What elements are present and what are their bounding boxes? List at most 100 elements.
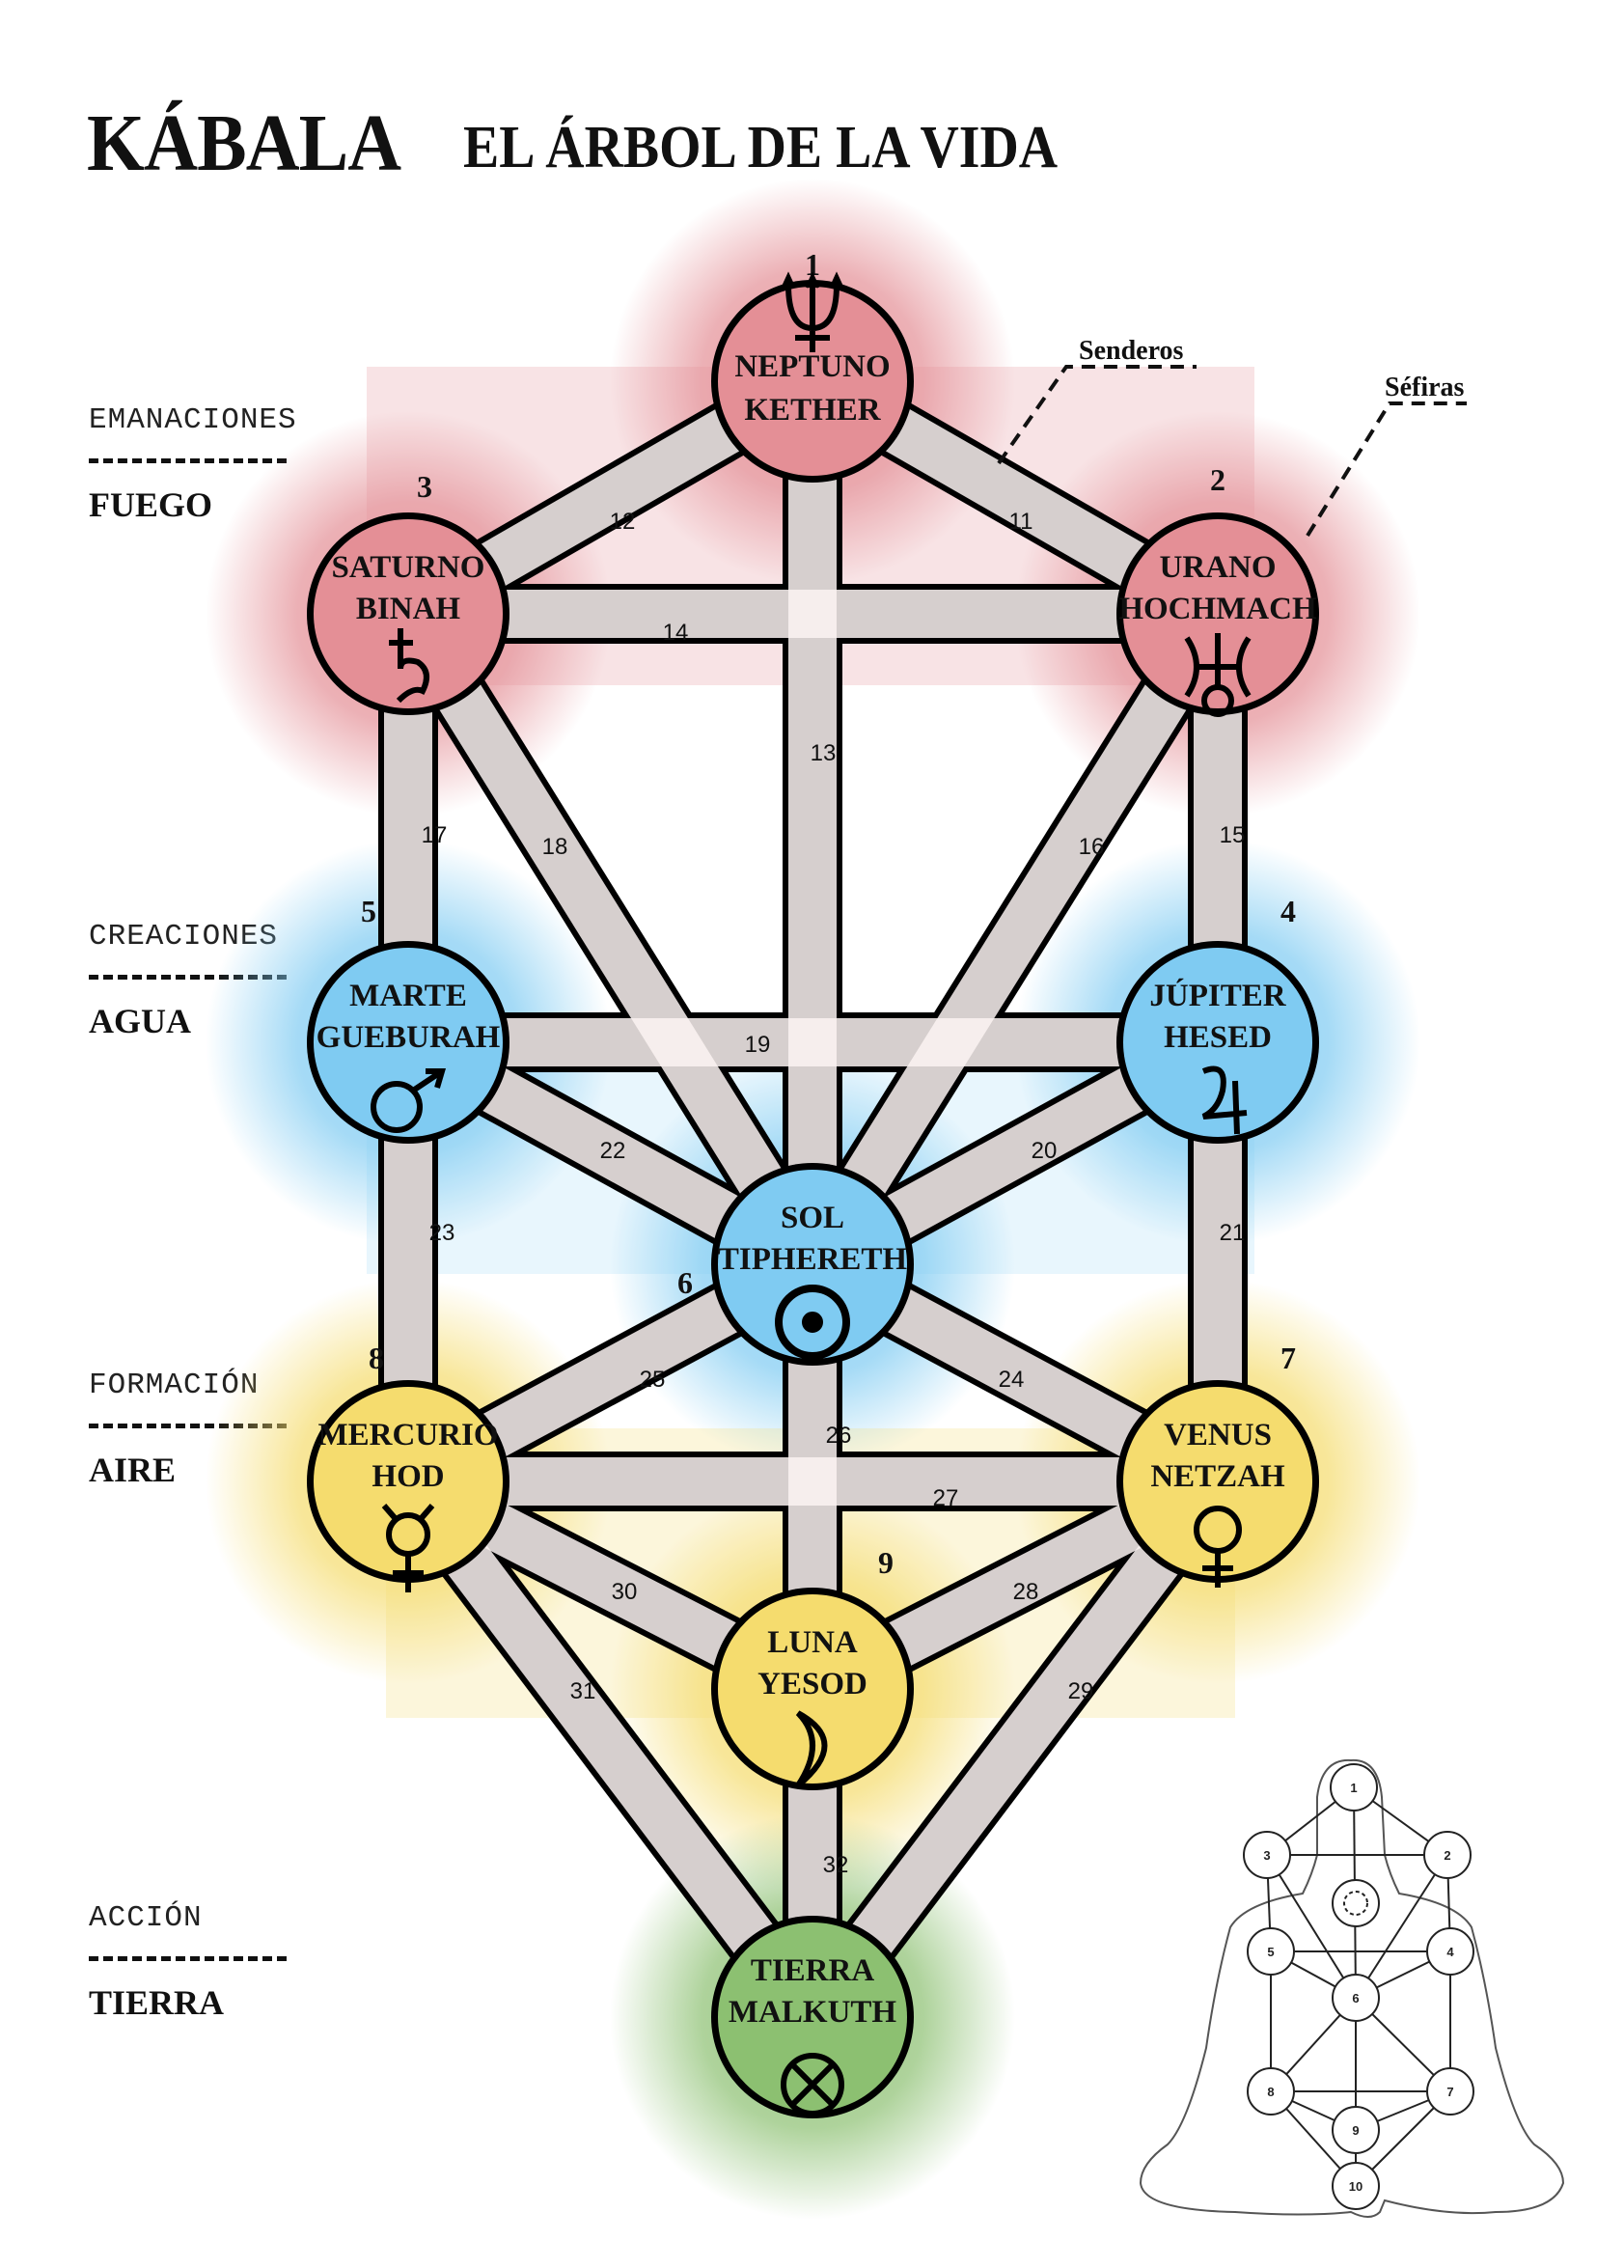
element-label: AGUA	[89, 1002, 191, 1040]
uranus-icon	[1184, 633, 1252, 717]
sephira-number: 5	[361, 894, 376, 928]
sephira-name: HESED	[1164, 1020, 1272, 1055]
sephira-fill	[314, 519, 503, 708]
sephira-fill	[1123, 948, 1312, 1137]
path-number: 20	[1032, 1138, 1058, 1164]
mars-icon	[371, 1068, 447, 1133]
callout-leader-line	[997, 365, 1197, 465]
path-number: 23	[429, 1220, 455, 1246]
svg-text:9: 9	[1352, 2123, 1359, 2138]
level-divider	[89, 1424, 287, 1428]
path-31	[389, 1466, 832, 2033]
svg-text:1: 1	[1350, 1781, 1357, 1795]
inset-node-6: 6	[1332, 1974, 1380, 2022]
path-16	[791, 600, 1239, 1278]
sephira-10: TIERRA MALKUTH	[711, 1916, 914, 2118]
sephira-fill	[718, 1170, 907, 1359]
inset-node-3: 3	[1243, 1831, 1291, 1879]
path-number: 19	[745, 1032, 771, 1058]
level-accion: ACCIÓN TIERRA	[89, 1901, 287, 2023]
svg-text:4: 4	[1446, 1945, 1454, 1959]
inset-node-9: 9	[1332, 2106, 1380, 2154]
sephira-fill	[314, 1387, 503, 1576]
sun-icon	[775, 1285, 850, 1360]
svg-text:7: 7	[1446, 2085, 1453, 2099]
sephira-number: 3	[417, 469, 432, 504]
level-emanaciones: EMANACIONES FUEGO	[89, 403, 297, 525]
sephira-fill	[718, 1594, 907, 1784]
callout-leader-line	[1306, 401, 1467, 538]
sephira-planet: TIERRA	[751, 1953, 875, 1988]
inset-node-2: 2	[1423, 1831, 1472, 1879]
sephira-name: YESOD	[757, 1667, 867, 1701]
inset-node-7: 7	[1426, 2067, 1474, 2116]
sephira-fill	[1123, 1387, 1312, 1576]
svg-text:10: 10	[1349, 2179, 1363, 2194]
svg-text:8: 8	[1267, 2085, 1274, 2099]
sephira-planet: VENUS	[1164, 1418, 1272, 1452]
sephira-planet: JÚPITER	[1149, 977, 1286, 1013]
callout-senderos-label: Senderos	[1079, 336, 1183, 366]
element-label: TIERRA	[89, 1983, 225, 2022]
sephira-number: 2	[1210, 462, 1225, 497]
world-label: EMANACIONES	[89, 403, 297, 437]
sephira-planet: SATURNO	[332, 550, 485, 585]
sephira-fill	[1123, 519, 1312, 708]
sephira-number: 8	[369, 1341, 384, 1375]
venus-icon	[1194, 1506, 1242, 1588]
path-number: 14	[663, 620, 689, 646]
neptune-icon	[781, 271, 844, 352]
callout-senderos: Senderos	[997, 336, 1197, 465]
sephira-4: JÚPITER HESED 4	[1116, 894, 1319, 1144]
svg-text:5: 5	[1267, 1945, 1274, 1959]
path-18	[387, 600, 834, 1278]
page-title: KÁBALA	[87, 98, 401, 188]
path-number: 11	[1009, 509, 1033, 535]
sephira-planet: URANO	[1160, 550, 1277, 585]
sephira-planet: SOL	[781, 1201, 844, 1235]
path-number: 26	[826, 1423, 852, 1449]
sephira-planet: LUNA	[767, 1625, 858, 1660]
sephira-name: NETZAH	[1150, 1459, 1285, 1494]
sephira-name: KETHER	[744, 393, 881, 428]
path-number: 18	[542, 834, 568, 860]
sephira-planet: MERCURIO	[318, 1418, 499, 1452]
path-number: 31	[570, 1678, 596, 1704]
callout-sefiras-label: Séfiras	[1385, 373, 1465, 402]
sephira-fill	[314, 948, 503, 1137]
sephira-name: HOD	[372, 1459, 444, 1494]
sephira-number: 1	[805, 247, 820, 282]
sephira-number: 4	[1280, 894, 1296, 928]
path-number: 22	[600, 1138, 626, 1164]
sephira-8: MERCURIO HOD 8	[307, 1341, 509, 1592]
inset-node-8: 8	[1247, 2067, 1295, 2116]
path-29	[793, 1466, 1237, 2033]
sephira-name: MALKUTH	[729, 1995, 897, 2030]
inset-path	[1355, 1854, 1448, 1999]
sephira-name: GUEBURAH	[317, 1020, 501, 1055]
sephira-5: MARTE GUEBURAH 5	[307, 894, 509, 1144]
jupiter-icon	[1201, 1065, 1248, 1135]
inset-node-10: 10	[1332, 2162, 1380, 2210]
inset-paths	[1266, 1786, 1451, 2187]
sephira-name: TIPHERETH	[718, 1242, 908, 1277]
inset-node-5: 5	[1247, 1927, 1295, 1976]
path-number: 30	[612, 1579, 638, 1605]
level-divider	[89, 458, 287, 463]
svg-text:3: 3	[1263, 1848, 1270, 1863]
element-label: AIRE	[89, 1451, 177, 1489]
saturn-icon	[389, 628, 429, 704]
mercury-icon	[381, 1504, 435, 1592]
callout-sefiras: Séfiras	[1306, 373, 1467, 538]
sephira-planet: MARTE	[349, 979, 467, 1013]
sephira-fill	[718, 1922, 907, 2112]
path-number: 12	[610, 509, 636, 535]
path-number: 32	[823, 1852, 849, 1878]
path-number: 21	[1220, 1220, 1246, 1246]
inset-node-4: 4	[1426, 1927, 1474, 1976]
